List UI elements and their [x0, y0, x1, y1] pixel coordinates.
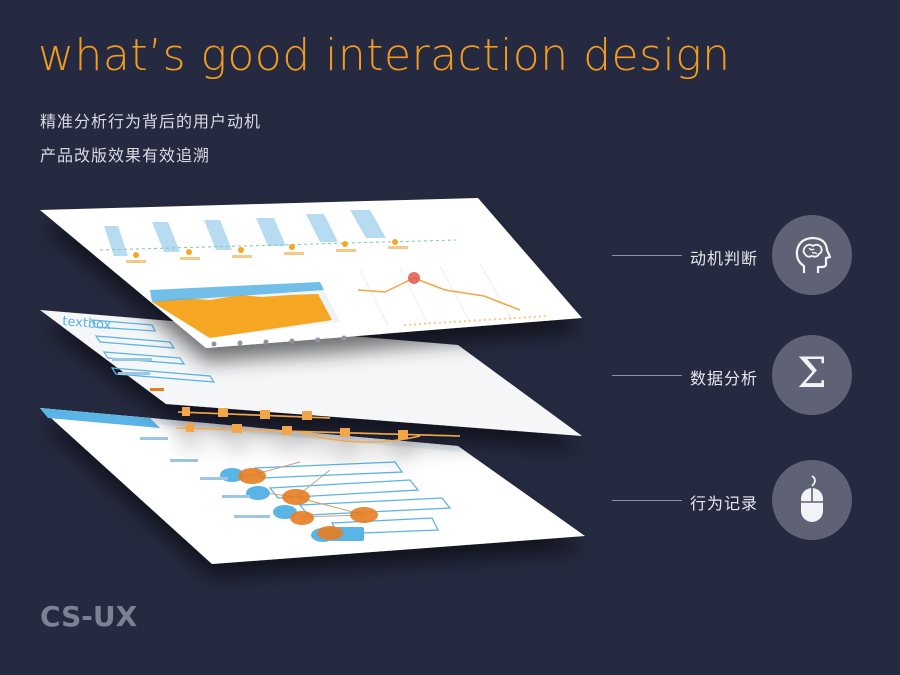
behavior-record-layer [40, 408, 585, 564]
subtitle-line-1: 精准分析行为背后的用户动机 [40, 112, 262, 131]
data-analysis-layer [40, 310, 582, 443]
mouse-icon [801, 475, 823, 522]
feature-label: 动机判断 [690, 249, 759, 268]
page-title: what’s good interaction design [38, 30, 731, 81]
feature-icon-circle [772, 460, 852, 540]
brand-logo: CS-UX [40, 600, 138, 633]
sigma-icon: Σ [797, 348, 827, 397]
connector-line [612, 375, 682, 376]
connector-line [612, 500, 682, 501]
connector-line [612, 255, 682, 256]
motivation-chart-layer [40, 198, 582, 348]
subtitle-line-2: 产品改版效果有效追溯 [40, 146, 211, 165]
brain-head-icon [795, 236, 832, 273]
feature-label: 数据分析 [690, 369, 759, 388]
feature-icon-circle [772, 215, 852, 295]
textbox-label: textbox [62, 314, 113, 333]
feature-label: 行为记录 [690, 494, 759, 513]
feature-behavior-record: 行为记录 [612, 460, 852, 540]
feature-motivation: 动机判断 [612, 215, 852, 295]
feature-icon-circle: Σ [772, 335, 852, 415]
feature-data-analysis: 数据分析 Σ [612, 335, 852, 415]
